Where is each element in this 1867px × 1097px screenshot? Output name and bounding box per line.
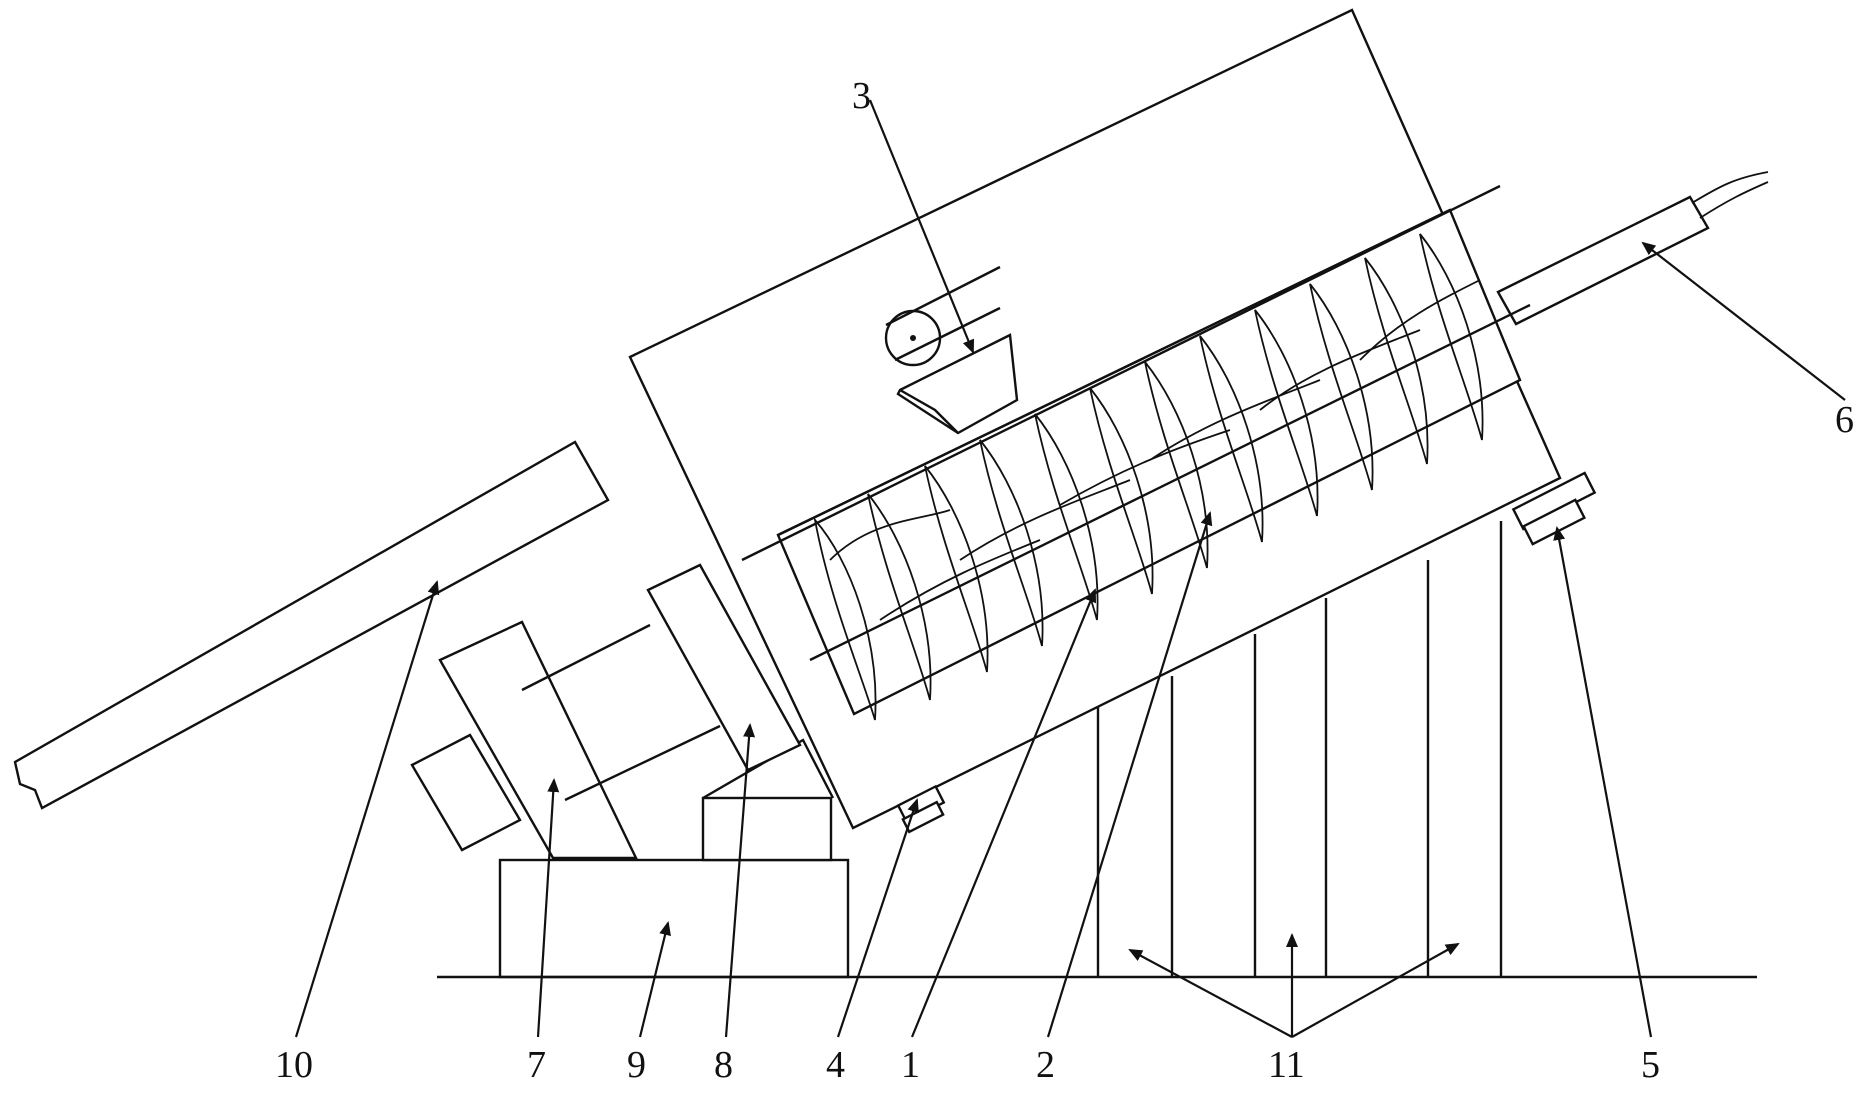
motor-body (438, 620, 638, 860)
gearbox (646, 563, 802, 772)
leader-7 (536, 778, 560, 1038)
leader-10 (294, 580, 440, 1038)
leader-9 (638, 921, 671, 1038)
roller-center (910, 335, 916, 341)
base-block (498, 858, 850, 979)
label-2: 2 (1036, 1044, 1055, 1086)
leader-6 (1641, 241, 1846, 401)
label-11: 11 (1268, 1044, 1305, 1086)
leader-3 (868, 99, 975, 354)
mount-block (701, 796, 833, 862)
output-shaft (1496, 195, 1710, 326)
hopper-edge (899, 388, 959, 434)
cylinder-top-edge (777, 208, 1451, 537)
motor-shaft-bottom (564, 724, 721, 802)
motor-shaft-top (521, 623, 651, 692)
belt-bottom (894, 306, 1001, 362)
belt-top (885, 265, 1001, 327)
hopper (896, 333, 1019, 435)
leader-1 (910, 588, 1097, 1038)
label-9: 9 (627, 1044, 646, 1086)
label-6: 6 (1835, 399, 1854, 441)
shaft-cable (1691, 171, 1769, 219)
leader-4 (836, 798, 919, 1038)
label-3: 3 (852, 75, 871, 117)
support-legs (1096, 521, 1503, 977)
label-7: 7 (527, 1044, 546, 1086)
motor-end (410, 733, 522, 852)
screw-flights (813, 233, 1484, 721)
mount-block-top (702, 738, 835, 800)
leader-2 (1046, 511, 1213, 1038)
inner-shaft-bottom (809, 303, 1531, 662)
bearing-left-cap (901, 800, 945, 834)
leader-11-left (1128, 949, 1293, 1038)
label-1: 1 (901, 1044, 920, 1086)
label-4: 4 (826, 1044, 845, 1086)
leader-5 (1553, 526, 1653, 1038)
leader-8 (724, 723, 756, 1038)
leader-11-right (1291, 943, 1460, 1038)
label-10: 10 (275, 1044, 313, 1086)
label-8: 8 (714, 1044, 733, 1086)
label-5: 5 (1641, 1044, 1660, 1086)
feed-tube (13, 440, 610, 810)
